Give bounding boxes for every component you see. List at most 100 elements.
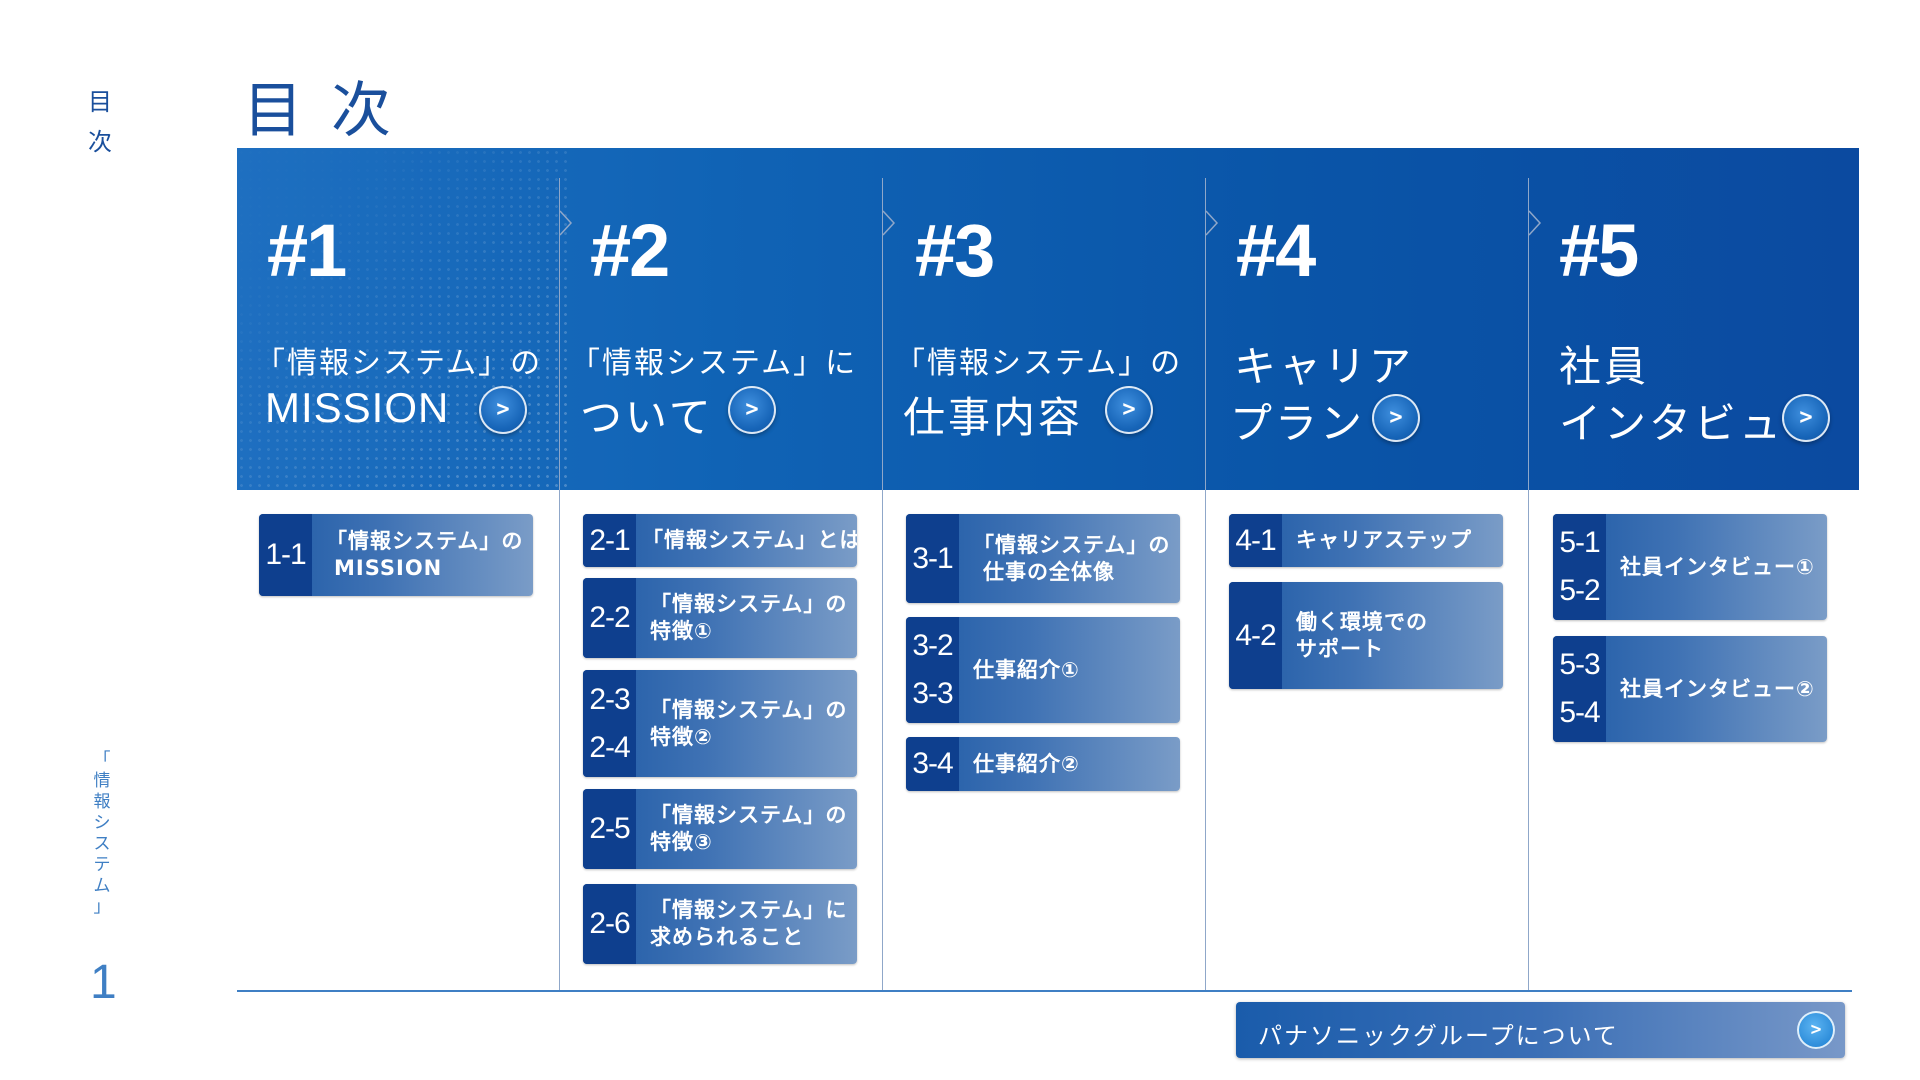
card-label: 「情報システム」の 特徴② (636, 670, 857, 777)
card-label: 社員インタビュー① (1606, 514, 1827, 620)
toc-card-3-4[interactable]: 3-4 仕事紹介② (906, 737, 1180, 791)
card-label-line: 特徴① (650, 619, 713, 643)
section-title: MISSION (265, 384, 450, 431)
footer-link-label: パナソニックグループについて (1258, 1022, 1619, 1050)
toc-card-2-2[interactable]: 2-2 「情報システム」の 特徴① (583, 578, 857, 658)
card-number: 1-1 (259, 514, 312, 596)
go-button[interactable]: > (1372, 394, 1420, 442)
go-button[interactable]: > (1105, 386, 1153, 434)
card-label: 社員インタビュー② (1606, 636, 1827, 742)
card-number-text: 4-2 (1235, 618, 1276, 652)
section-number: #1 (267, 209, 347, 292)
chevron-right-icon (559, 210, 573, 236)
card-label: 「情報システム」に 求められること (636, 884, 857, 964)
section-number: #2 (590, 209, 670, 292)
toc-card-4-1[interactable]: 4-1 キャリアステップ (1229, 514, 1503, 567)
section-header-2[interactable]: #2 「情報システム」に ついて > (560, 148, 882, 490)
card-label-line: 「情報システム」の (326, 529, 524, 553)
rail-title-char: 目 (88, 88, 112, 116)
card-number-text: 5-4 (1559, 696, 1600, 729)
go-button[interactable]: > (1782, 394, 1830, 442)
card-label-line: 「情報システム」の (650, 697, 848, 722)
card-label-line: サポート (1296, 636, 1384, 661)
section-number: #5 (1559, 209, 1639, 292)
column-divider (1205, 178, 1206, 992)
toc-card-4-2[interactable]: 4-2 働く環境での サポート (1229, 582, 1503, 689)
card-number: 3-4 (906, 737, 959, 791)
card-label: 「情報システム」の MISSION (312, 514, 533, 596)
section-header-4[interactable]: #4 キャリア プラン > (1206, 148, 1528, 490)
section-subtitle: 「情報システム」の (895, 346, 1183, 381)
card-number: 3-2 3-3 (906, 617, 959, 723)
card-number: 2-3 2-4 (583, 670, 636, 777)
card-label-line: MISSION (334, 556, 443, 580)
card-number: 4-1 (1229, 514, 1282, 567)
card-number: 2-6 (583, 884, 636, 964)
card-number-text: 2-2 (589, 601, 630, 634)
section-subtitle: 「情報システム」の (255, 346, 543, 381)
rail-title-char: 次 (88, 128, 112, 156)
card-number: 2-2 (583, 578, 636, 658)
card-number-text: 3-1 (912, 541, 953, 575)
section-header-1[interactable]: #1 「情報システム」の MISSION > (237, 148, 559, 490)
page-title: 目次 (243, 76, 419, 146)
card-number-text: 3-2 (912, 629, 953, 662)
card-label-line: 働く環境での (1296, 609, 1428, 634)
toc-card-3-1[interactable]: 3-1 「情報システム」の 仕事の全体像 (906, 514, 1180, 603)
rail-section-char: ム (93, 876, 111, 896)
section-header-5[interactable]: #5 社員 インタビュー > (1529, 148, 1851, 490)
card-number-text: 2-3 (589, 682, 630, 716)
section-title-line: インタビュー (1559, 399, 1830, 448)
section-title: 仕事内容 (903, 393, 1084, 442)
rail-section-char: シ (93, 813, 111, 833)
section-number: #3 (915, 209, 995, 292)
card-label-line: 「情報システム」の (650, 803, 848, 827)
rail-section-char: 報 (93, 792, 111, 812)
rail-section-char: テ (93, 855, 111, 875)
go-button[interactable]: > (728, 386, 776, 434)
card-label-line: 社員インタビュー② (1620, 676, 1815, 701)
card-number: 4-2 (1229, 582, 1282, 689)
section-title-line: 社員 (1559, 342, 1650, 391)
card-label-line: 「情報システム」に (650, 898, 848, 922)
card-number: 5-1 5-2 (1553, 514, 1606, 620)
toc-card-3-2-3-3[interactable]: 3-2 3-3 仕事紹介① (906, 617, 1180, 723)
card-label: 仕事紹介② (959, 737, 1180, 791)
card-number-text: 3-3 (912, 677, 953, 710)
section-header-3[interactable]: #3 「情報システム」の 仕事内容 > (883, 148, 1205, 490)
panasonic-group-link[interactable]: パナソニックグループについて > (1236, 1002, 1845, 1058)
rail-section-char: ス (93, 834, 111, 854)
card-number-text: 2-1 (589, 523, 630, 557)
go-button[interactable]: > (479, 386, 527, 434)
toc-card-5-1-5-2[interactable]: 5-1 5-2 社員インタビュー① (1553, 514, 1827, 620)
card-number: 2-1 (583, 514, 636, 567)
card-number-text: 3-4 (912, 747, 953, 780)
toc-card-5-3-5-4[interactable]: 5-3 5-4 社員インタビュー② (1553, 636, 1827, 742)
rail-section-label: 「 情 報 シ ス テ ム 」 (92, 750, 112, 918)
rail-section-char: 情 (93, 771, 111, 791)
bottom-divider (237, 990, 1852, 992)
card-label-line: 仕事の全体像 (983, 559, 1115, 584)
toc-card-2-1[interactable]: 2-1 「情報システム」とは (583, 514, 857, 567)
card-label-line: 「情報システム」の (973, 532, 1171, 557)
toc-card-2-5[interactable]: 2-5 「情報システム」の 特徴③ (583, 789, 857, 869)
card-number: 5-3 5-4 (1553, 636, 1606, 742)
toc-card-1-1[interactable]: 1-1 「情報システム」の MISSION (259, 514, 533, 596)
card-label-line: 社員インタビュー① (1620, 554, 1815, 579)
card-number-text: 2-4 (589, 730, 630, 764)
toc-card-2-6[interactable]: 2-6 「情報システム」に 求められること (583, 884, 857, 964)
toc-card-2-3-2-4[interactable]: 2-3 2-4 「情報システム」の 特徴② (583, 670, 857, 777)
card-label-line: キャリアステップ (1296, 528, 1472, 552)
card-label: 「情報システム」とは (636, 514, 857, 567)
section-title: ついて (580, 393, 714, 442)
card-number-text: 2-6 (589, 907, 630, 940)
chevron-right-icon (1528, 210, 1542, 236)
column-divider (882, 178, 883, 992)
card-number-text: 1-1 (265, 538, 306, 571)
card-label: キャリアステップ (1282, 514, 1503, 567)
rail-section-char: 」 (93, 897, 111, 917)
go-button[interactable]: > (1797, 1011, 1835, 1049)
card-number: 3-1 (906, 514, 959, 603)
card-label: 「情報システム」の 仕事の全体像 (959, 514, 1180, 603)
card-label-line: 仕事紹介① (973, 657, 1080, 682)
